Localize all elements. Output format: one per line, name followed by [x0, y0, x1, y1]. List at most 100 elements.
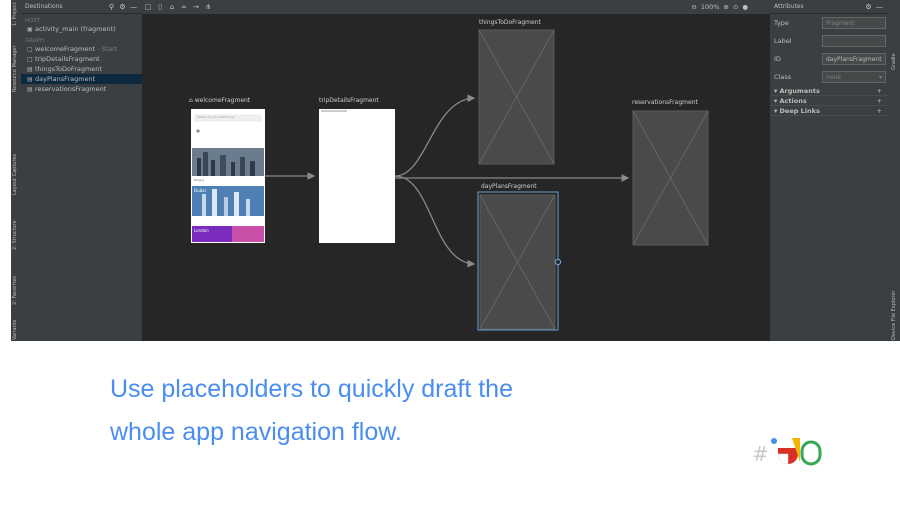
auto-arrange-icon[interactable]: ⋔: [205, 3, 211, 11]
layout-captures-tab[interactable]: Layout Captures: [12, 153, 18, 195]
thingstodo-placeholder[interactable]: [478, 29, 555, 165]
id-row: ID dayPlansFragment: [770, 50, 888, 68]
attributes-header: Attributes ⚙ —: [770, 0, 888, 14]
type-field: Fragment: [822, 17, 886, 29]
favorites-tab[interactable]: 2: Favorites: [12, 275, 18, 305]
destination-item-tripdetails[interactable]: □ tripDetailsFragment: [21, 54, 142, 64]
dayplans-placeholder[interactable]: [477, 191, 562, 331]
destinations-title: Destinations: [25, 3, 63, 10]
tripdetails-node-label: tripDetailsFragment: [319, 97, 379, 104]
svg-text:#: #: [752, 442, 769, 466]
new-destination-icon[interactable]: □: [144, 3, 152, 11]
deep-links-section[interactable]: ▾ Deep Links +: [770, 106, 888, 116]
nested-graph-icon[interactable]: ▯: [158, 3, 162, 11]
graph-drawing: [191, 29, 709, 331]
structure-tab[interactable]: 2: Structure: [12, 220, 18, 250]
left-tool-strip: 1: Project Resource Manager Layout Captu…: [11, 0, 21, 341]
gear-icon[interactable]: ⚙: [865, 2, 872, 11]
home-icon[interactable]: ⌂: [169, 3, 175, 11]
variants-tab[interactable]: Variants: [12, 319, 18, 340]
host-section-label: HOST: [25, 18, 41, 24]
action-arrows: [265, 94, 630, 268]
card-title-dubai: Dubai: [194, 188, 206, 193]
search-placeholder: Where do you want to go: [197, 115, 235, 119]
zoom-in-icon[interactable]: ⊕: [723, 3, 729, 11]
start-marker: - Start: [97, 45, 118, 53]
resource-manager-tab[interactable]: Resource Manager: [12, 45, 18, 92]
graph-section-label: GRAPH: [25, 38, 45, 44]
actions-section-label: Actions: [779, 96, 807, 105]
destination-label: welcomeFragment: [35, 45, 96, 53]
host-item[interactable]: ▣ activity_main (fragment): [21, 24, 142, 34]
destinations-panel: Destinations ⚲ ⚙ — HOST ▣ activity_main …: [21, 0, 142, 341]
search-icon[interactable]: ⚲: [108, 2, 115, 11]
ide-window: 1: Project Resource Manager Layout Captu…: [11, 0, 900, 341]
label-field[interactable]: [822, 35, 886, 47]
class-row: Class none ▾: [770, 68, 888, 86]
destination-label: dayPlansFragment: [35, 75, 96, 83]
class-dropdown[interactable]: none ▾: [822, 71, 886, 83]
destination-item-thingstodo[interactable]: ▤ thingsToDoFragment: [21, 64, 142, 74]
attributes-title: Attributes: [774, 3, 804, 10]
zoom-to-fit-icon[interactable]: ⊙: [732, 3, 739, 11]
destination-item-reservations[interactable]: ▤ reservationsFragment: [21, 84, 142, 94]
caption-line-2: whole app navigation flow.: [110, 418, 402, 446]
label-row: Label: [770, 32, 888, 50]
host-item-label: activity_main (fragment): [35, 25, 116, 33]
home-icon: ⌂: [189, 97, 193, 104]
destination-label: thingsToDoFragment: [35, 65, 102, 73]
card-title-london: London: [194, 228, 209, 233]
destination-item-dayplans[interactable]: ▤ dayPlansFragment: [21, 74, 142, 84]
actions-caret-icon: ▾: [774, 96, 780, 105]
actions-section[interactable]: ▾ Actions +: [770, 96, 888, 106]
fragment-icon: □: [27, 45, 33, 53]
project-tab[interactable]: 1: Project: [12, 2, 18, 26]
card-title-beijing: Beijing: [194, 178, 205, 182]
navigation-graph-canvas[interactable]: □ ▯ ⌂ ∞ → ⋔ ⊖ 100% ⊕ ⊙ ●: [142, 0, 770, 341]
graph-toolbar: □ ▯ ⌂ ∞ → ⋔ ⊖ 100% ⊕ ⊙ ●: [142, 0, 770, 14]
caption-line-1: Use placeholders to quickly draft the: [110, 375, 513, 403]
id-field[interactable]: dayPlansFragment: [822, 53, 886, 65]
zoom-out-icon[interactable]: ⊖: [691, 3, 697, 11]
deep-links-caret-icon: ▾: [774, 106, 780, 115]
arguments-section[interactable]: ▾ Arguments +: [770, 86, 888, 96]
arrow-right-icon[interactable]: →: [193, 3, 199, 11]
class-label: Class: [774, 73, 792, 81]
right-tool-strip: Gradle Device File Explorer: [888, 0, 900, 341]
zoom-level: 100%: [700, 3, 720, 11]
fragment-icon: ▤: [27, 65, 33, 73]
add-argument-icon[interactable]: +: [876, 86, 882, 95]
label-label: Label: [774, 37, 792, 45]
destination-label: tripDetailsFragment: [35, 55, 100, 63]
minimize-icon[interactable]: —: [876, 2, 883, 11]
arguments-caret-icon: ▾: [774, 86, 780, 95]
chevron-down-icon: ▾: [878, 73, 882, 81]
warning-icon[interactable]: ●: [742, 3, 748, 11]
type-label: Type: [774, 19, 789, 27]
class-dropdown-value: none: [826, 73, 841, 81]
minimize-icon[interactable]: —: [130, 2, 137, 11]
host-icon: ▣: [27, 25, 33, 33]
google-io-logo: #: [752, 438, 822, 466]
add-action-icon[interactable]: +: [876, 96, 882, 105]
attributes-panel: Attributes ⚙ — Type Fragment Label ID da…: [770, 0, 888, 341]
destination-item-welcome[interactable]: □ welcomeFragment - Start: [21, 44, 142, 54]
deep-links-section-label: Deep Links: [779, 106, 820, 115]
gradle-tab[interactable]: Gradle: [891, 53, 897, 70]
arguments-section-label: Arguments: [779, 86, 820, 95]
deep-link-icon[interactable]: ∞: [181, 3, 187, 11]
welcome-node-text: welcomeFragment: [194, 97, 251, 104]
tripdetails-fragment-preview[interactable]: [319, 109, 395, 243]
id-label: ID: [774, 55, 781, 63]
device-file-explorer-tab[interactable]: Device File Explorer: [891, 290, 897, 340]
reservations-placeholder[interactable]: [632, 110, 709, 246]
dayplans-node-label: dayPlansFragment: [481, 183, 537, 190]
caption: Use placeholders to quickly draft the wh…: [110, 368, 513, 454]
welcome-fragment-preview[interactable]: [191, 109, 265, 243]
welcome-node-label: ⌂ welcomeFragment: [189, 97, 250, 104]
gear-icon[interactable]: ⚙: [119, 2, 126, 11]
destination-label: reservationsFragment: [35, 85, 107, 93]
add-deep-link-icon[interactable]: +: [876, 106, 882, 115]
thingstodo-node-label: thingsToDoFragment: [479, 19, 541, 26]
destinations-header: Destinations ⚲ ⚙ —: [21, 0, 142, 14]
